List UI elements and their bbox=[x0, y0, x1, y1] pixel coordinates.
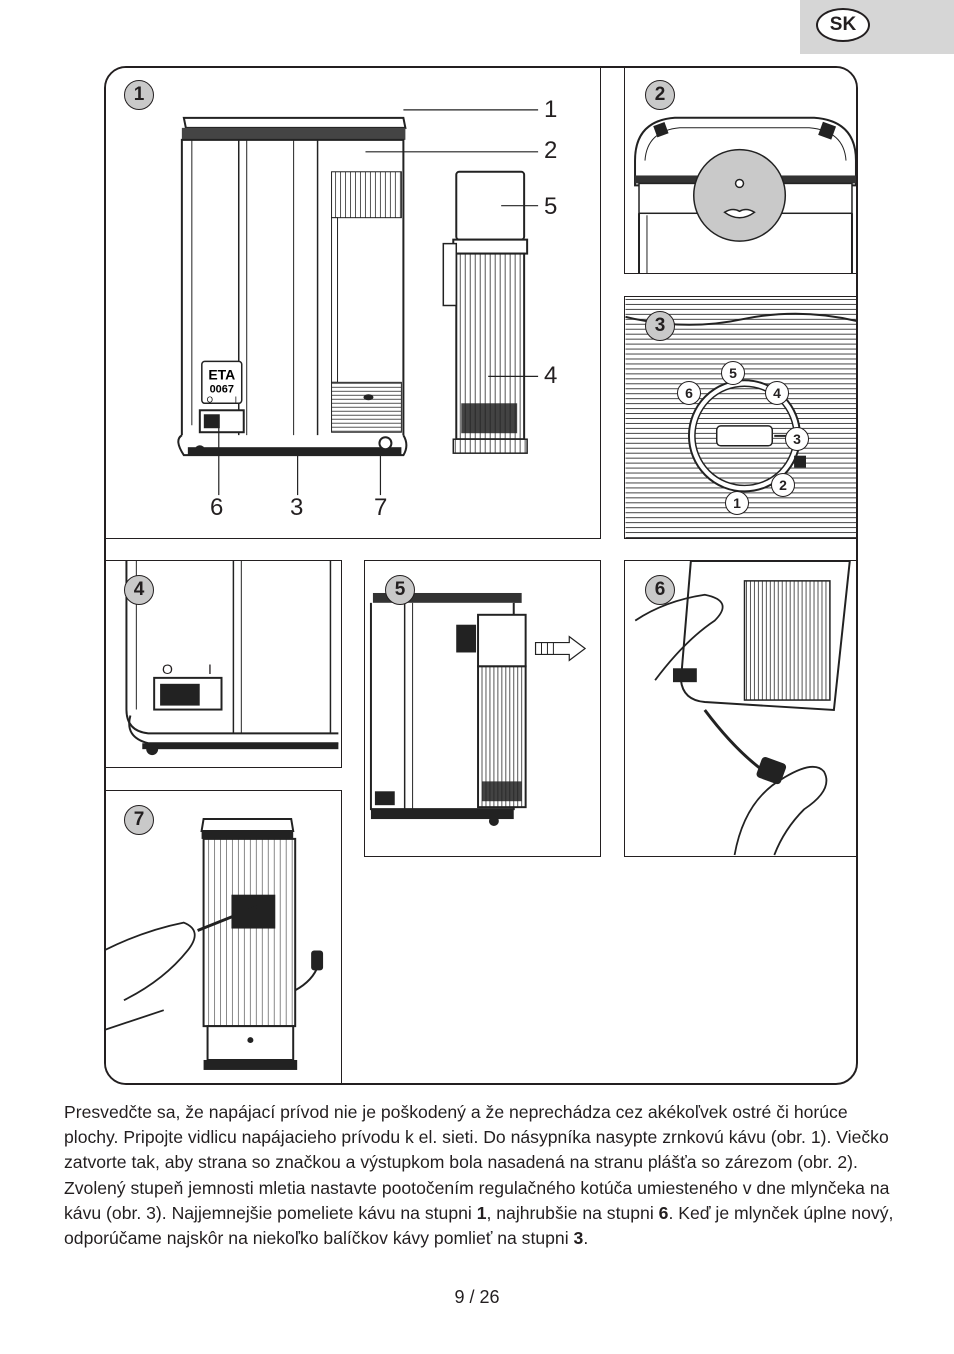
callout-6: 6 bbox=[210, 494, 224, 521]
figure-4-drawing bbox=[125, 561, 339, 756]
instructions-text-4: . bbox=[583, 1228, 589, 1249]
callout-1: 1 bbox=[544, 96, 558, 123]
figure-5-number: 5 bbox=[385, 575, 415, 605]
dial-level-1: 1 bbox=[725, 491, 749, 515]
figure-7-panel: 7 bbox=[106, 790, 342, 1083]
dial-level-6: 6 bbox=[677, 381, 701, 405]
dial-level-2: 2 bbox=[771, 473, 795, 497]
model-label: 0067 bbox=[210, 383, 234, 395]
instructions-paragraph: Presvedčte sa, že napájací prívod nie je… bbox=[64, 1100, 894, 1251]
callout-2: 2 bbox=[544, 137, 558, 164]
eta-brand-label: ETA bbox=[208, 366, 235, 382]
figure-7-drawing bbox=[106, 818, 324, 1070]
instructions-level-recommended: 3 bbox=[573, 1228, 584, 1249]
figure-5-panel: 5 bbox=[364, 560, 601, 857]
figure-4-number: 4 bbox=[124, 575, 154, 605]
figure-6-panel: 6 bbox=[624, 560, 856, 857]
figure-7-number: 7 bbox=[124, 805, 154, 835]
language-badge: SK bbox=[816, 8, 870, 42]
fig4-switch-on-label: I bbox=[208, 661, 212, 677]
instructions-text-2: , najhrubšie na stupni bbox=[486, 1202, 659, 1223]
figure-frame: ETA 0067 O I 1 1 2 5 4 6 3 bbox=[104, 66, 858, 1085]
figure-2-drawing bbox=[634, 116, 856, 273]
figure-6-number: 6 bbox=[645, 575, 675, 605]
language-tab: SK bbox=[800, 0, 954, 54]
dial-level-3: 3 bbox=[785, 427, 809, 451]
instructions-level-coarsest: 6 bbox=[658, 1202, 669, 1223]
dial-level-5: 5 bbox=[721, 361, 745, 385]
fig4-switch-off-label: O bbox=[162, 661, 173, 677]
figure-1-number: 1 bbox=[124, 80, 154, 110]
fig1-switch-off-label: O bbox=[207, 395, 213, 404]
figure-1-panel: ETA 0067 O I 1 1 2 5 4 6 3 bbox=[106, 68, 601, 539]
instructions-level-finest: 1 bbox=[476, 1202, 487, 1223]
instructions-text-3: . Keď je mlynček úplne nový, odporúčame … bbox=[64, 1202, 894, 1249]
figure-1-drawing: ETA 0067 O I bbox=[177, 109, 539, 496]
callout-3: 3 bbox=[290, 494, 304, 521]
figure-3-number: 3 bbox=[645, 311, 675, 341]
figure-6-drawing bbox=[634, 561, 851, 856]
figure-3-panel: 3 1 2 3 4 5 6 bbox=[624, 296, 856, 539]
callout-4: 4 bbox=[544, 362, 558, 389]
callout-5: 5 bbox=[544, 193, 558, 220]
figure-2-panel: 2 bbox=[624, 68, 856, 274]
dial-level-4: 4 bbox=[765, 381, 789, 405]
instructions-text-1: Presvedčte sa, že napájací prívod nie je… bbox=[64, 1102, 890, 1223]
figure-5-drawing bbox=[369, 592, 587, 826]
figure-2-number: 2 bbox=[645, 80, 675, 110]
figure-4-panel: 4 O I bbox=[106, 560, 342, 768]
page-number: 9 / 26 bbox=[454, 1287, 500, 1307]
callout-7: 7 bbox=[374, 494, 388, 521]
fig1-switch-on-label: I bbox=[235, 395, 237, 404]
